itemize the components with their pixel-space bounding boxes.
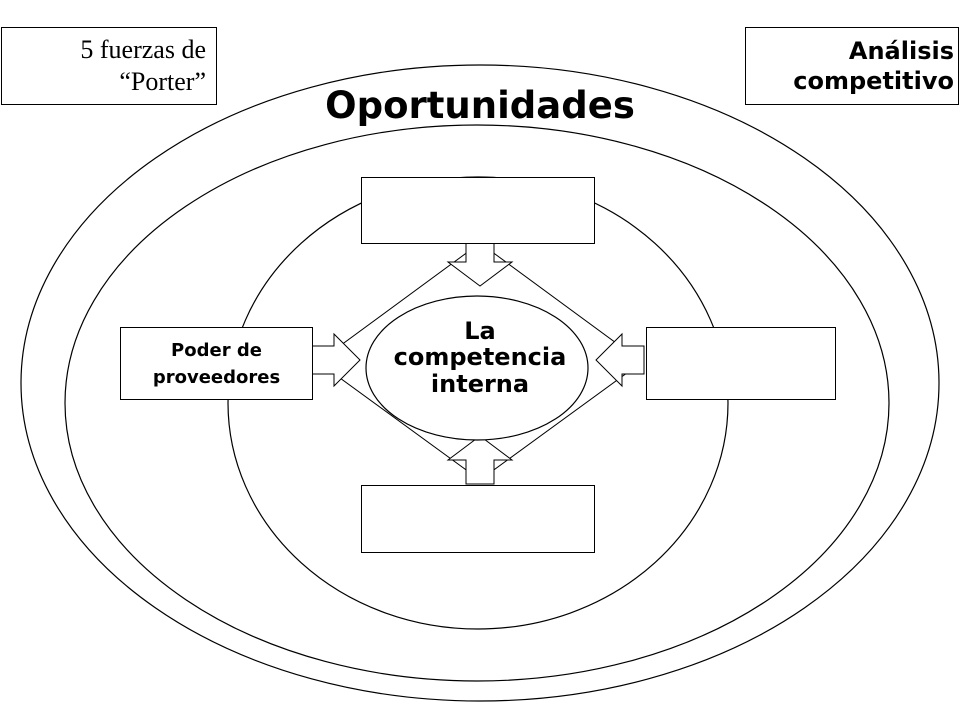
center-line1: La	[464, 317, 496, 345]
force-left-line1: Poder de	[171, 339, 262, 361]
analysis-label-line1: Análisis	[848, 37, 954, 65]
competitive-analysis-label: Análisis competitivo	[745, 27, 959, 105]
arrow-right-icon	[311, 332, 361, 388]
force-left-line2: proveedores	[152, 366, 281, 388]
diagram-title: Oportunidades	[325, 84, 635, 127]
arrow-down-icon	[446, 242, 514, 287]
force-box-right	[646, 327, 836, 400]
outer-ellipse	[20, 64, 940, 702]
center-line2: competencia	[393, 343, 567, 372]
force-box-top	[361, 177, 595, 244]
force-box-left: Poder de proveedores	[120, 327, 313, 400]
porter-forces-label: 5 fuerzas de “Porter”	[1, 27, 217, 105]
center-label: La competencia interna	[360, 317, 600, 398]
porter-label-line1: 5 fuerzas de	[80, 34, 206, 64]
middle-ellipse	[64, 124, 890, 682]
porter-label-line2: “Porter”	[119, 67, 206, 96]
analysis-label-line2: competitivo	[793, 67, 954, 95]
center-line3: interna	[430, 369, 530, 398]
arrow-up-icon	[446, 435, 514, 485]
force-box-bottom	[361, 485, 595, 553]
center-ellipse	[365, 295, 589, 441]
arrow-left-icon	[595, 332, 645, 388]
